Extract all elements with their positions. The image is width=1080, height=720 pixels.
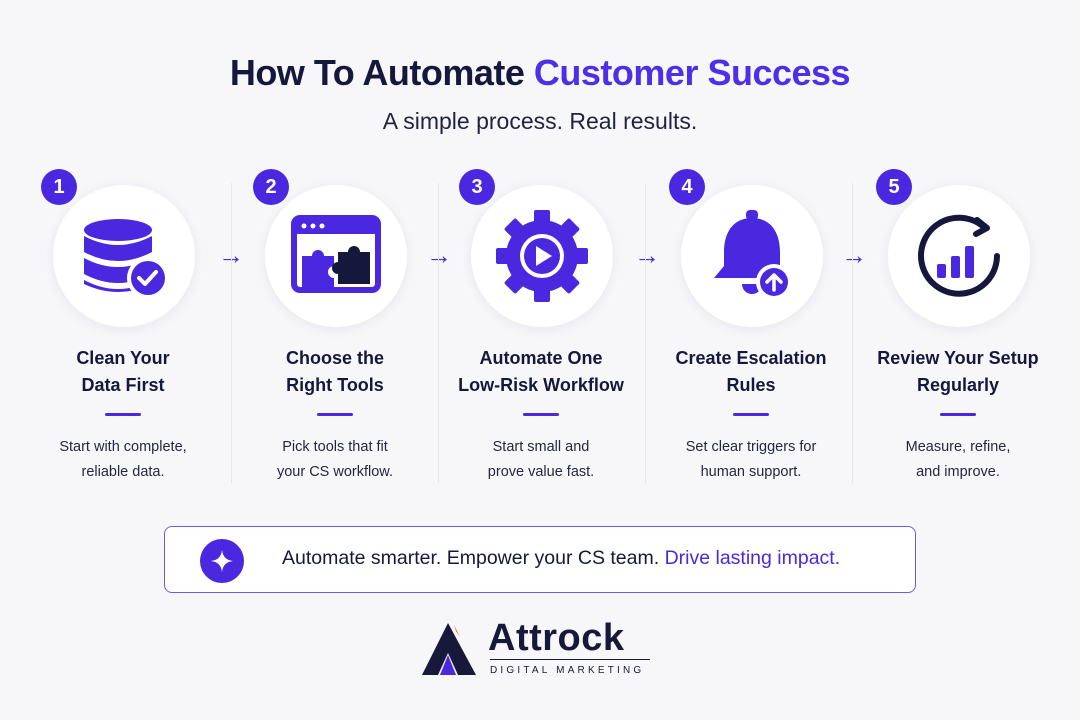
step-4-title: Create Escalation Rules xyxy=(631,345,871,399)
step-5-number: 5 xyxy=(876,169,912,205)
step-5-desc-line2: and improve. xyxy=(916,464,1000,480)
browser-puzzle-icon xyxy=(291,215,381,293)
step-1-number: 1 xyxy=(41,169,77,205)
step-4-title-line1: Create Escalation xyxy=(675,348,827,368)
step-divider xyxy=(438,183,439,483)
step-1-desc-line1: Start with complete, xyxy=(59,439,187,455)
step-3-description: Start small and prove value fast. xyxy=(431,435,651,485)
banner-text-accent: Drive lasting impact. xyxy=(664,547,841,569)
logo-brand: Attrock xyxy=(488,617,625,659)
step-3-number: 3 xyxy=(459,169,495,205)
step-5-title-line1: Review Your Setup xyxy=(877,348,1039,368)
arrow-right-icon: → xyxy=(634,240,660,270)
title-main: How To Automate xyxy=(229,52,525,93)
logo-divider xyxy=(490,659,650,660)
step-1-title-line1: Clean Your xyxy=(76,348,170,368)
bell-up-arrow-icon xyxy=(714,210,792,300)
step-4-number: 4 xyxy=(669,169,705,205)
step-1: 1 Clean Your Data First Start with compl… xyxy=(23,165,223,495)
step-2-title: Choose the Right Tools xyxy=(215,345,455,399)
step-4-underline xyxy=(733,413,769,416)
page-subtitle: A simple process. Real results. xyxy=(382,108,698,134)
step-1-desc-line2: reliable data. xyxy=(81,464,165,480)
step-3-title-line2: Low-Risk Workflow xyxy=(458,375,624,395)
gear-play-icon xyxy=(496,210,588,302)
step-4-icon-circle xyxy=(681,185,823,327)
banner-text: Automate smarter. Empower your CS team. … xyxy=(282,547,902,570)
step-4: 4 Create Escalation Rules Set clear trig… xyxy=(651,165,851,495)
database-check-icon xyxy=(84,219,169,299)
step-4-description: Set clear triggers for human support. xyxy=(641,435,861,485)
step-2-desc-line2: your CS workflow. xyxy=(276,464,394,480)
step-2-title-line2: Right Tools xyxy=(286,375,384,395)
step-5-desc-line1: Measure, refine, xyxy=(905,439,1011,455)
step-1-underline xyxy=(105,413,141,416)
step-5-description: Measure, refine, and improve. xyxy=(848,435,1068,485)
steps-row: 1 Clean Your Data First Start with compl… xyxy=(0,165,1080,495)
step-2-description: Pick tools that fit your CS workflow. xyxy=(225,435,445,485)
banner-text-main: Automate smarter. Empower your CS team. xyxy=(282,547,660,569)
step-3-icon-circle xyxy=(471,185,613,327)
arrow-right-icon: → xyxy=(841,240,867,270)
page-title: How To Automate Customer Success xyxy=(0,52,1080,94)
step-divider xyxy=(852,183,853,483)
step-3-underline xyxy=(523,413,559,416)
logo-tagline: DIGITAL MARKETING xyxy=(490,665,645,676)
step-3: 3 Automate One Low-Risk Workflow Start s… xyxy=(441,165,641,495)
step-divider xyxy=(231,183,232,483)
step-4-desc-line2: human support. xyxy=(700,464,802,480)
step-5: 5 Review Your Setup Regularly Measure, r… xyxy=(858,165,1058,495)
step-5-title: Review Your Setup Regularly xyxy=(838,345,1078,399)
step-divider xyxy=(645,183,646,483)
company-logo: Attrock DIGITAL MARKETING xyxy=(420,615,660,685)
step-1-title-line2: Data First xyxy=(81,375,165,395)
step-2: 2 Choose the Right Tools Pick tools that… xyxy=(235,165,435,495)
step-3-desc-line2: prove value fast. xyxy=(487,464,595,480)
arrow-right-icon: → xyxy=(426,240,452,270)
attrock-logo-icon xyxy=(422,623,476,675)
chart-refresh-icon xyxy=(918,214,1000,297)
step-5-title-line2: Regularly xyxy=(916,375,1000,395)
step-4-title-line2: Rules xyxy=(726,375,776,395)
step-2-number: 2 xyxy=(253,169,289,205)
step-1-title: Clean Your Data First xyxy=(3,345,243,399)
step-2-icon-circle xyxy=(265,185,407,327)
step-3-desc-line1: Start small and xyxy=(492,439,590,455)
step-4-desc-line1: Set clear triggers for xyxy=(685,439,817,455)
title-accent: Customer Success xyxy=(533,52,851,93)
step-2-desc-line1: Pick tools that fit xyxy=(282,439,388,455)
step-1-icon-circle xyxy=(53,185,195,327)
sparkle-icon xyxy=(200,539,244,583)
step-3-title: Automate One Low-Risk Workflow xyxy=(421,345,661,399)
step-3-title-line1: Automate One xyxy=(479,348,603,368)
step-5-icon-circle xyxy=(888,185,1030,327)
tagline-banner: Automate smarter. Empower your CS team. … xyxy=(164,526,916,593)
step-1-description: Start with complete, reliable data. xyxy=(13,435,233,485)
step-2-underline xyxy=(317,413,353,416)
step-5-underline xyxy=(940,413,976,416)
step-2-title-line1: Choose the xyxy=(285,348,384,368)
